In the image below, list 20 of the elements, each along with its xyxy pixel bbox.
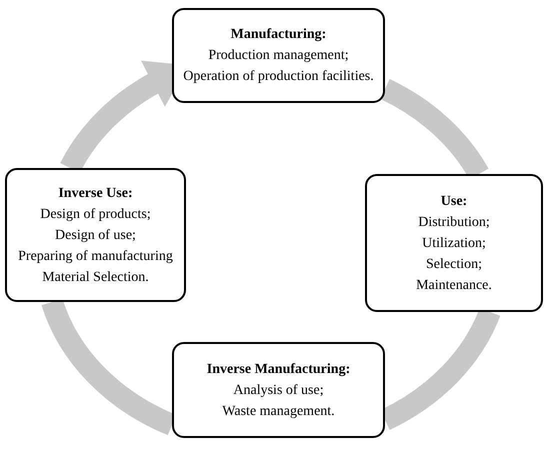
box-text: Maintenance. bbox=[416, 276, 492, 294]
box-text: Analysis of use; bbox=[233, 382, 324, 400]
stage-box bbox=[172, 342, 385, 438]
box-text: Production management; bbox=[208, 47, 349, 65]
box-heading: Inverse Manufacturing: bbox=[206, 360, 350, 378]
box-text: Distribution; bbox=[418, 214, 490, 232]
box-text: Preparing of manufacturing bbox=[18, 248, 173, 266]
box-heading: Inverse Use: bbox=[58, 184, 133, 202]
stage-box bbox=[5, 168, 186, 302]
box-text: Operation of production facilities. bbox=[183, 68, 374, 86]
box-heading: Manufacturing: bbox=[230, 26, 326, 44]
stage-box bbox=[365, 174, 543, 312]
box-heading: Use: bbox=[440, 192, 468, 210]
box-text: Design of products; bbox=[40, 206, 151, 224]
box-text: Selection; bbox=[426, 256, 482, 274]
box-text: Utilization; bbox=[422, 234, 486, 252]
box-text: Material Selection. bbox=[42, 268, 149, 286]
stage-box bbox=[172, 8, 385, 103]
box-text: Waste management. bbox=[222, 402, 335, 420]
box-text: Design of use; bbox=[55, 226, 136, 244]
